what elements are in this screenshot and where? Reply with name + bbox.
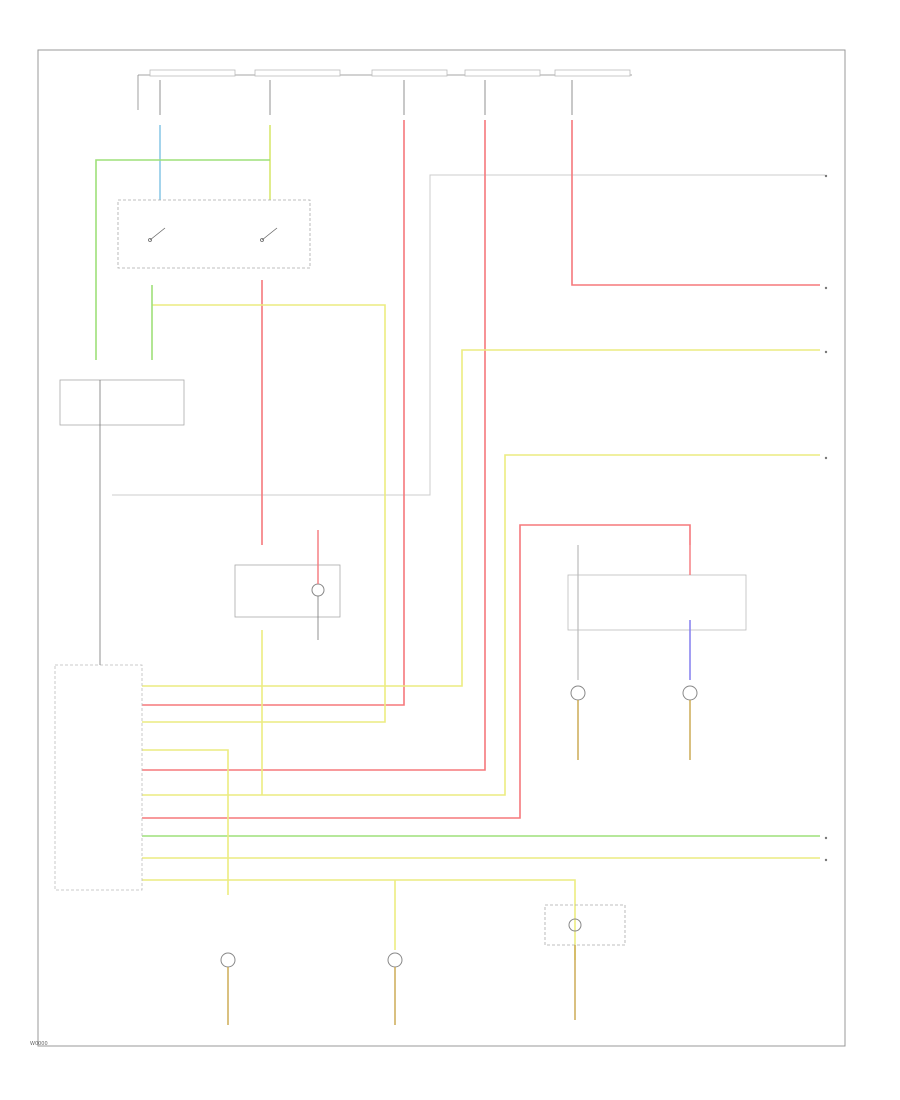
wire-yellow-signals (142, 304, 820, 960)
right-connectors (824, 174, 828, 862)
indicator-lamp (311, 583, 325, 597)
figure-code: W0000 (30, 1041, 48, 1047)
wire-red-feeds (142, 120, 820, 819)
diagram-frame (37, 49, 846, 1047)
front-lamps (220, 952, 403, 1025)
right-fuse-block (567, 574, 747, 631)
cluster-lamp-box (544, 904, 626, 946)
fuse-symbols (159, 80, 573, 115)
headlight-switch-box (117, 199, 311, 269)
flasher-box (234, 564, 341, 618)
rear-lamps (570, 685, 698, 760)
turn-signal-module (54, 664, 143, 891)
cluster-lamp (568, 918, 582, 932)
wire-green-left (95, 159, 820, 837)
dimmer-switch-box (59, 379, 185, 426)
power-bus (137, 69, 632, 110)
switch-contacts (148, 227, 278, 242)
wire-gray-signal (112, 174, 825, 496)
